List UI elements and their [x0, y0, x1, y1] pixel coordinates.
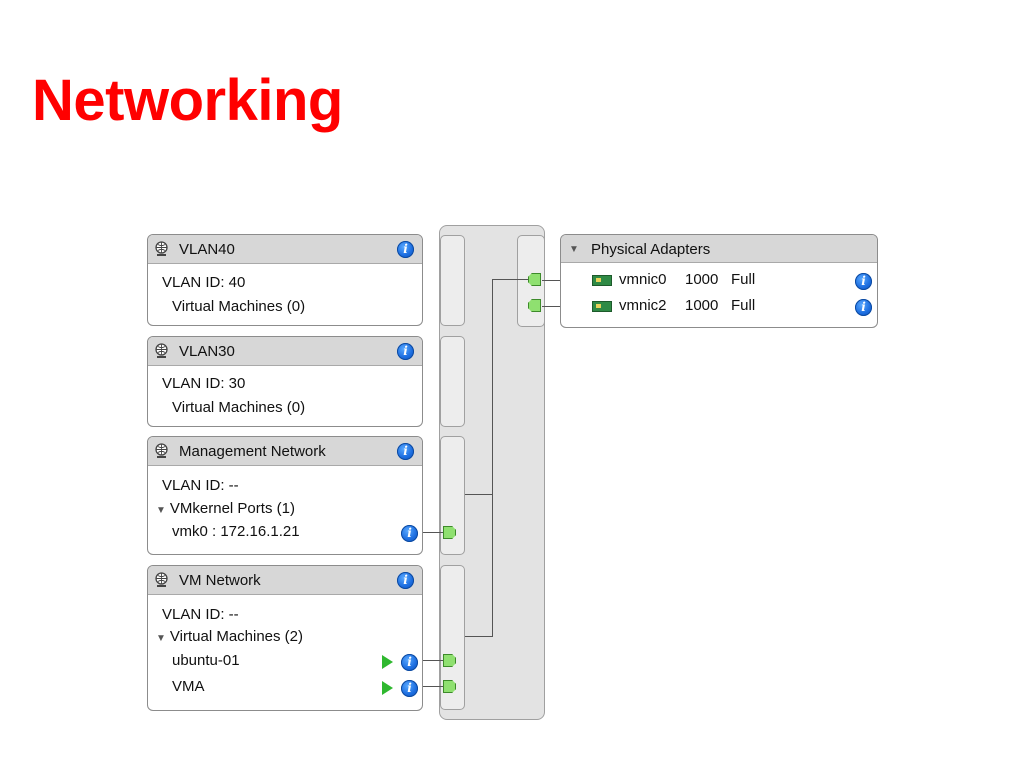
network-globe-icon [155, 241, 168, 256]
play-icon [382, 681, 393, 695]
virtual-machines-label: Virtual Machines (0) [172, 399, 306, 416]
adapter-row-vmnic0[interactable]: vmnic0 1000 Full [619, 271, 755, 288]
adapter-name: vmnic0 [619, 271, 667, 288]
wire-vm-to-bus [465, 636, 492, 637]
physical-adapters-header[interactable]: ▼ Physical Adapters [561, 235, 877, 263]
vm-vma[interactable]: VMA [172, 678, 205, 695]
uplink-port-vmnic2[interactable] [528, 299, 541, 312]
virtual-machines-label: Virtual Machines (2) [169, 628, 304, 645]
wire-bus-to-uplink-1 [492, 279, 528, 280]
info-icon[interactable]: i [397, 443, 414, 460]
adapter-duplex: Full [731, 271, 756, 288]
port-group-header: VLAN30 i [148, 337, 422, 366]
wire-mgmt-to-bus [465, 494, 492, 495]
vlan-id-label: VLAN ID: 40 [162, 274, 246, 291]
page-title: Networking [32, 68, 343, 133]
vlan-id-label: VLAN ID: -- [162, 477, 239, 494]
info-icon[interactable]: i [855, 273, 872, 290]
triangle-down-icon: ▼ [156, 633, 166, 644]
adapter-duplex: Full [731, 297, 756, 314]
virtual-machines-label: Virtual Machines (0) [172, 298, 306, 315]
vmkernel-port-vmk0[interactable]: vmk0 : 172.16.1.21 [172, 523, 300, 540]
port-group-header: VLAN40 i [148, 235, 422, 264]
port-vma[interactable] [443, 680, 456, 693]
port-group-vlan40[interactable]: VLAN40 i VLAN ID: 40 Virtual Machines (0… [147, 234, 423, 326]
port-group-name: Management Network [179, 443, 326, 460]
vlan-id-label: VLAN ID: 30 [162, 375, 246, 392]
port-vmk0[interactable] [443, 526, 456, 539]
info-icon[interactable]: i [855, 299, 872, 316]
info-icon[interactable]: i [397, 241, 414, 258]
info-icon[interactable]: i [397, 572, 414, 589]
network-globe-icon [155, 572, 168, 587]
switch-slot-vlan30 [440, 336, 465, 427]
info-icon[interactable]: i [401, 654, 418, 671]
port-group-name: VM Network [179, 572, 261, 589]
physical-adapters-title: Physical Adapters [591, 241, 711, 258]
triangle-down-icon: ▼ [569, 244, 579, 255]
port-group-header: Management Network i [148, 437, 422, 466]
port-group-name: VLAN40 [179, 241, 235, 258]
info-icon[interactable]: i [397, 343, 414, 360]
vm-ubuntu-01[interactable]: ubuntu-01 [172, 652, 240, 669]
vlan-id-label: VLAN ID: -- [162, 606, 239, 623]
vmkernel-ports-toggle[interactable]: ▼VMkernel Ports (1) [156, 500, 295, 517]
network-globe-icon [155, 343, 168, 358]
wire-uplink-1-to-nic [542, 280, 560, 281]
port-group-vm-network[interactable]: VM Network i VLAN ID: -- ▼Virtual Machin… [147, 565, 423, 711]
adapter-speed: 1000 [685, 271, 719, 288]
triangle-down-icon: ▼ [156, 505, 166, 516]
wire-ubuntu-01-to-port [423, 660, 443, 661]
wire-vma-to-port [423, 686, 443, 687]
wire-vmk0-to-port [423, 532, 443, 533]
nic-card-icon [592, 301, 612, 312]
wire-uplink-2-to-nic [542, 306, 560, 307]
port-group-management-network[interactable]: Management Network i VLAN ID: -- ▼VMkern… [147, 436, 423, 555]
port-group-header: VM Network i [148, 566, 422, 595]
adapter-speed: 1000 [685, 297, 719, 314]
network-globe-icon [155, 443, 168, 458]
vmkernel-ports-label: VMkernel Ports (1) [169, 500, 295, 517]
nic-card-icon [592, 275, 612, 286]
info-icon[interactable]: i [401, 680, 418, 697]
uplink-port-vmnic0[interactable] [528, 273, 541, 286]
switch-slot-vlan40 [440, 235, 465, 326]
adapter-name: vmnic2 [619, 297, 667, 314]
wire-bus [492, 279, 493, 637]
port-group-name: VLAN30 [179, 343, 235, 360]
info-icon[interactable]: i [401, 525, 418, 542]
port-group-vlan30[interactable]: VLAN30 i VLAN ID: 30 Virtual Machines (0… [147, 336, 423, 427]
adapter-row-vmnic2[interactable]: vmnic2 1000 Full [619, 297, 755, 314]
virtual-machines-toggle[interactable]: ▼Virtual Machines (2) [156, 628, 303, 645]
play-icon [382, 655, 393, 669]
port-ubuntu-01[interactable] [443, 654, 456, 667]
